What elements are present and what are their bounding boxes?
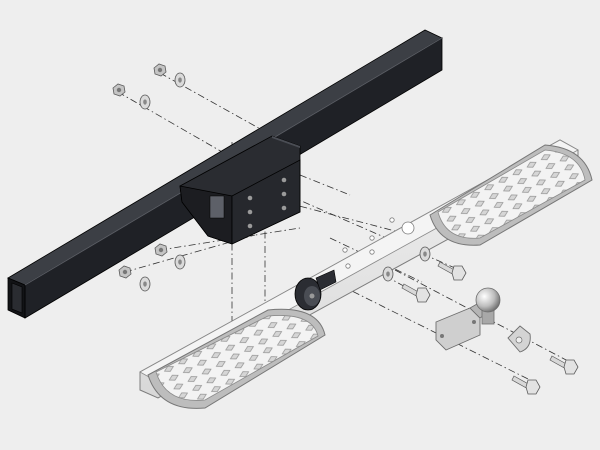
hex-nut [153,63,167,77]
hex-nut [118,265,132,279]
leader-line [394,269,571,363]
d-ring [507,325,531,353]
bolt [511,375,541,395]
leader-line [159,227,301,251]
mounting-bracket [179,135,301,245]
flat-washer [174,72,186,88]
plate-holes [325,217,415,279]
flat-washer [174,254,186,270]
tow-ball [475,287,501,325]
hex-nut [112,83,126,97]
hardware-set [112,63,579,395]
left-diamond-tread [147,308,326,409]
bolt [549,355,579,375]
flat-washer [139,276,151,292]
flat-washer [382,266,394,282]
hex-nut [154,243,168,257]
bolt [401,283,431,303]
bolt [437,261,467,281]
flat-washer [419,246,431,262]
leader-line [339,284,531,381]
leader-line [299,174,351,196]
bracket-bolt-holes [247,177,287,229]
right-diamond-tread [429,144,593,246]
locking-knob[interactable] [294,269,337,311]
bracket-label-plate [209,195,225,219]
flat-washer [139,94,151,110]
leader-line [329,237,423,283]
